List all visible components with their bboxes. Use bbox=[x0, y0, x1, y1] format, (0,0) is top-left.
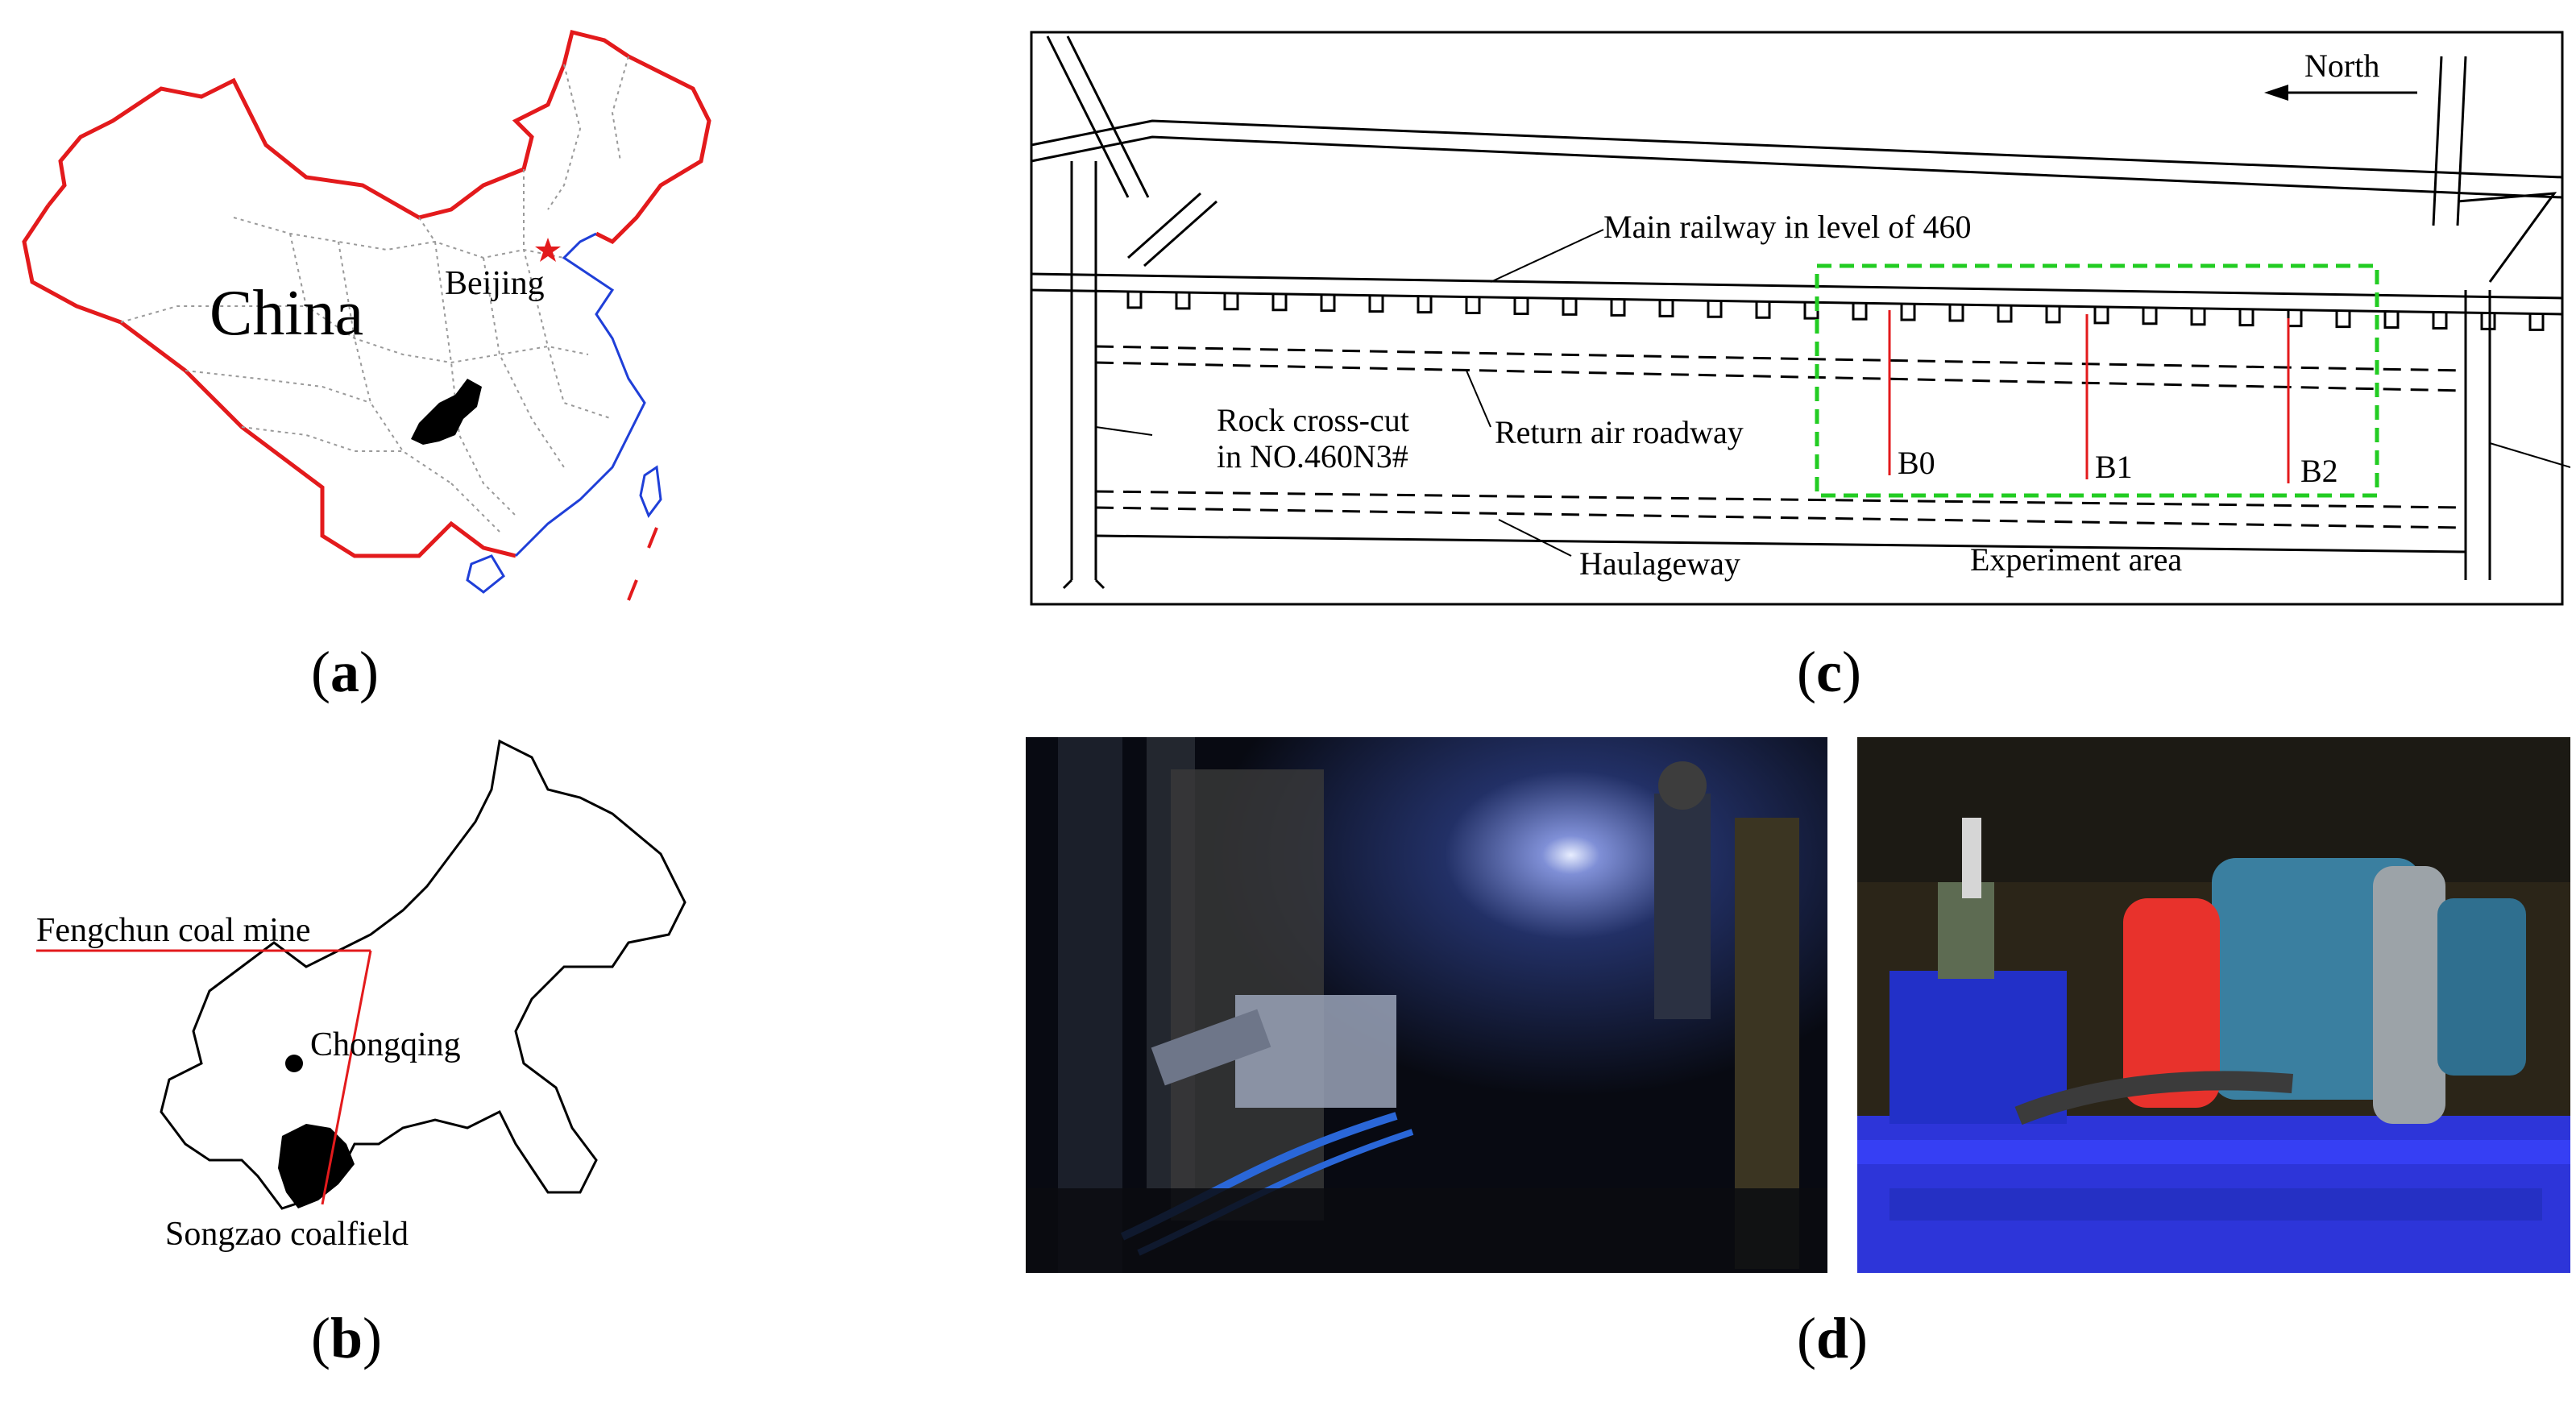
leader-lines bbox=[1095, 229, 2570, 557]
railway-tie bbox=[2432, 312, 2448, 330]
railway-tie bbox=[1320, 294, 1336, 313]
china-label: China bbox=[209, 278, 363, 349]
railway-tie bbox=[1126, 291, 1143, 309]
chongqing-label: Chongqing bbox=[310, 1026, 461, 1063]
return-air-roadway bbox=[1095, 345, 2466, 392]
roadway-diagram-svg: North Main railway in level of 460 Retur… bbox=[1030, 31, 2570, 606]
caption-b: (b) bbox=[311, 1306, 383, 1370]
return-air-label: Return air roadway bbox=[1495, 414, 1744, 450]
experiment-area-box bbox=[1815, 263, 2379, 498]
province-boundaries bbox=[120, 56, 629, 533]
beijing-star-icon bbox=[535, 238, 561, 262]
rock-cross-cut bbox=[1062, 161, 2491, 590]
taiwan-island bbox=[639, 465, 662, 519]
beijing-label: Beijing bbox=[445, 265, 545, 302]
china-coastline bbox=[514, 232, 646, 557]
railway-tie bbox=[2093, 306, 2109, 325]
railway-tie bbox=[2287, 309, 2303, 328]
chongqing-city-dot bbox=[285, 1055, 303, 1072]
borehole-b0-label: B0 bbox=[1898, 445, 1935, 481]
railway-tie bbox=[1658, 300, 1674, 317]
railway-tie bbox=[1852, 303, 1868, 321]
crosscut-label-line1: Rock cross-cut bbox=[1217, 402, 1409, 438]
china-land-border bbox=[22, 204, 516, 558]
railway-tie bbox=[1271, 293, 1288, 312]
photo-drilling-svg bbox=[1026, 737, 1827, 1273]
railway-tie bbox=[1948, 305, 1964, 322]
railway-tie bbox=[1997, 305, 2013, 323]
haulageway-label: Haulageway bbox=[1579, 545, 1740, 582]
sea-boundary-dash bbox=[627, 527, 658, 601]
railway-tie bbox=[1368, 295, 1384, 313]
panel-c-roadway-diagram: North Main railway in level of 460 Retur… bbox=[1023, 24, 2570, 612]
mine-pointer-line-diagonal bbox=[321, 950, 372, 1205]
songzao-coalfield-region bbox=[278, 1124, 355, 1208]
railway-tie bbox=[1562, 298, 1578, 316]
songzao-label: Songzao coalfield bbox=[165, 1216, 409, 1253]
panel-b-chongqing-map: Fengchun coal mine Chongqing Songzao coa… bbox=[0, 725, 741, 1289]
railway-ties bbox=[1126, 291, 2545, 331]
main-railway bbox=[1031, 272, 2563, 316]
photo-drilling-equipment bbox=[1026, 737, 1827, 1273]
china-map-svg: China Beijing bbox=[22, 29, 711, 601]
railway-tie bbox=[2480, 313, 2496, 330]
caption-a: (a) bbox=[311, 640, 379, 704]
railway-tie bbox=[2238, 309, 2255, 327]
experiment-area-label: Experiment area bbox=[1970, 541, 2182, 578]
borehole-b1-label: B1 bbox=[2095, 449, 2133, 485]
railway-tie bbox=[2142, 307, 2158, 325]
photo-pump-svg bbox=[1857, 737, 2570, 1273]
photo-hydraulic-pump bbox=[1857, 737, 2570, 1273]
diagram-frame bbox=[1030, 31, 2564, 606]
railway-tie bbox=[2383, 311, 2400, 330]
caption-c: (c) bbox=[1797, 640, 1861, 704]
fengchun-label: Fengchun coal mine bbox=[36, 912, 311, 949]
panel-a-china-map: China Beijing bbox=[0, 0, 741, 620]
crosscut-label-line2: in NO.460N3# bbox=[1217, 438, 1408, 475]
chongqing-outline bbox=[160, 739, 687, 1210]
railway-tie bbox=[1223, 292, 1239, 311]
north-arrowhead-icon bbox=[2264, 85, 2288, 101]
chongqing-region bbox=[411, 379, 482, 445]
railway-tie bbox=[2190, 308, 2206, 326]
railway-tie bbox=[1513, 297, 1529, 315]
hainan-island bbox=[466, 554, 505, 594]
railway-tie bbox=[1755, 301, 1771, 319]
railway-tie bbox=[1900, 304, 1916, 321]
borehole-b2-label: B2 bbox=[2300, 453, 2338, 489]
china-north-border bbox=[47, 29, 711, 245]
caption-d: (d) bbox=[1797, 1306, 1869, 1370]
railway-tie bbox=[1707, 301, 1723, 318]
railway-tie bbox=[2045, 305, 2061, 324]
upper-roadway bbox=[1031, 35, 2563, 283]
railway-tie bbox=[2528, 313, 2545, 331]
main-railway-label: Main railway in level of 460 bbox=[1603, 209, 1972, 245]
railway-tie bbox=[2335, 310, 2351, 329]
chongqing-map-svg: Fengchun coal mine Chongqing Songzao coa… bbox=[36, 739, 687, 1253]
railway-tie bbox=[1610, 299, 1626, 317]
north-label: North bbox=[2304, 48, 2379, 84]
railway-tie bbox=[1417, 296, 1433, 314]
railway-tie bbox=[1175, 292, 1191, 310]
railway-tie bbox=[1465, 296, 1481, 315]
haulageway bbox=[1095, 490, 2466, 529]
haulageway-bottom-line bbox=[1095, 534, 2466, 553]
